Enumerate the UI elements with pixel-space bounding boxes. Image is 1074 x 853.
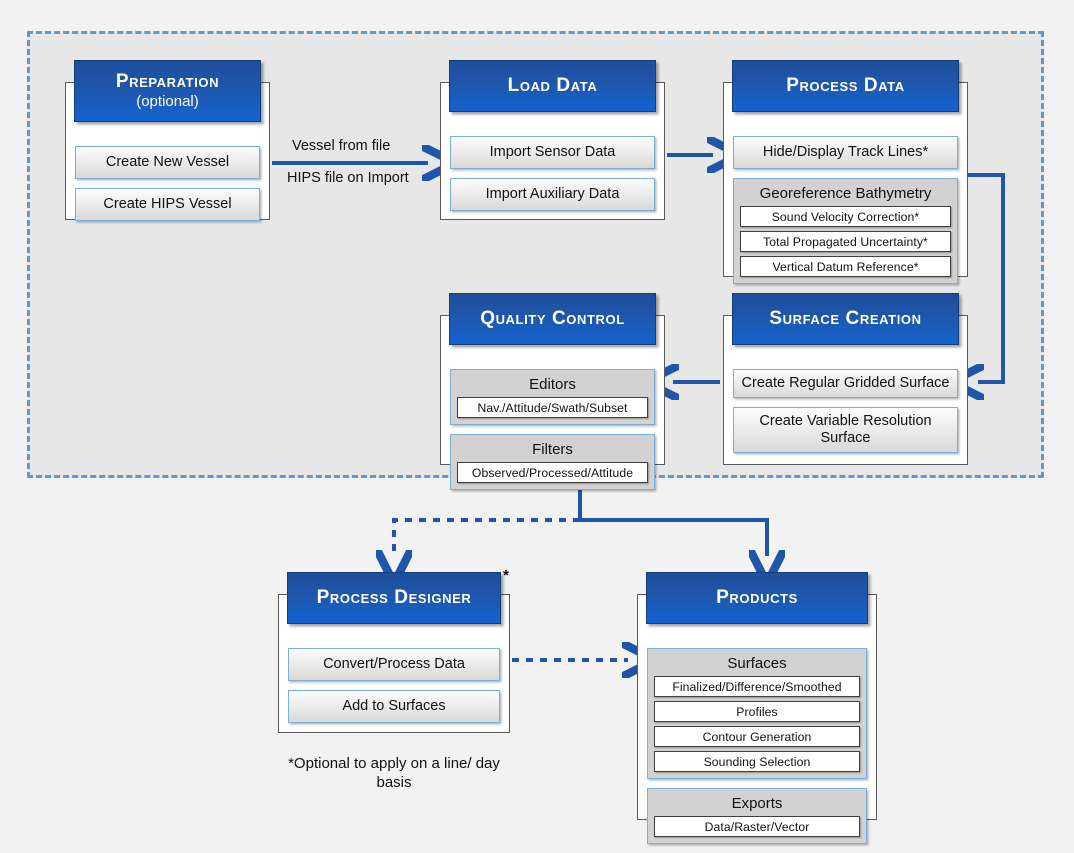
item-import-auxiliary-data[interactable]: Import Auxiliary Data [450,178,655,212]
box-quality-control[interactable]: Quality Control Editors Nav./Attitude/Sw… [440,293,665,490]
box-preparation[interactable]: Preparation (optional) Create New Vessel… [65,60,270,222]
box-quality-control-items: Editors Nav./Attitude/Swath/Subset Filte… [450,369,655,499]
subitem-vertical-datum-reference[interactable]: Vertical Datum Reference* [740,256,951,278]
item-create-variable-resolution-surface[interactable]: Create Variable Resolution Surface [733,407,958,454]
subitem-sound-velocity-correction[interactable]: Sound Velocity Correction* [740,206,951,228]
subitem-profiles[interactable]: Profiles [654,701,860,722]
box-process-data-items: Hide/Display Track Lines* Georeference B… [733,136,958,293]
group-exports: Exports Data/Raster/Vector [647,788,867,844]
box-process-data-title: Process Data [786,75,905,97]
box-process-designer[interactable]: Process Designer Convert/Process Data Ad… [278,572,510,733]
box-process-data-header: Process Data [732,60,959,112]
subitem-nav-attitude-swath-subset[interactable]: Nav./Attitude/Swath/Subset [457,397,648,418]
box-quality-control-header: Quality Control [449,293,656,345]
item-hide-display-track-lines[interactable]: Hide/Display Track Lines* [733,136,958,170]
box-process-designer-header: Process Designer [287,572,501,624]
item-create-regular-gridded-surface[interactable]: Create Regular Gridded Surface [733,369,958,399]
subitem-finalized-difference-smoothed[interactable]: Finalized/Difference/Smoothed [654,676,860,697]
group-editors-title: Editors [529,376,576,393]
box-process-data[interactable]: Process Data Hide/Display Track Lines* G… [723,60,968,285]
edge-label-hips-file-on-import: HIPS file on Import [287,170,409,186]
subitem-observed-processed-attitude[interactable]: Observed/Processed/Attitude [457,462,648,483]
box-load-data[interactable]: Load Data Import Sensor Data Import Auxi… [440,60,665,220]
item-create-hips-vessel[interactable]: Create HIPS Vessel [75,188,260,222]
box-load-data-title: Load Data [507,75,598,97]
box-load-data-header: Load Data [449,60,656,112]
box-preparation-subtitle: (optional) [136,92,199,110]
footnote-optional-note: *Optional to apply on a line/ day basis [288,755,500,791]
box-preparation-items: Create New Vessel Create HIPS Vessel [75,146,260,230]
group-editors: Editors Nav./Attitude/Swath/Subset [450,369,655,425]
edge-label-vessel-from-file: Vessel from file [292,138,391,154]
box-surface-creation-title: Surface Creation [769,308,922,330]
box-surface-creation-header: Surface Creation [732,293,959,345]
box-products[interactable]: Products Surfaces Finalized/Difference/S… [637,572,877,844]
item-convert-process-data[interactable]: Convert/Process Data [288,648,500,682]
subitem-contour-generation[interactable]: Contour Generation [654,726,860,747]
subitem-total-propagated-uncertainty[interactable]: Total Propagated Uncertainty* [740,231,951,253]
item-add-to-surfaces[interactable]: Add to Surfaces [288,690,500,724]
group-filters: Filters Observed/Processed/Attitude [450,434,655,490]
group-georeference-bathymetry-title: Georeference Bathymetry [759,185,932,203]
subitem-sounding-selection[interactable]: Sounding Selection [654,751,860,772]
box-load-data-items: Import Sensor Data Import Auxiliary Data [450,136,655,220]
box-quality-control-title: Quality Control [480,308,625,330]
box-preparation-header: Preparation (optional) [74,60,261,122]
group-exports-title: Exports [731,795,783,812]
item-create-new-vessel[interactable]: Create New Vessel [75,146,260,180]
box-process-designer-items: Convert/Process Data Add to Surfaces [288,648,500,732]
group-georeference-bathymetry: Georeference Bathymetry Sound Velocity C… [733,178,958,285]
item-import-sensor-data[interactable]: Import Sensor Data [450,136,655,170]
box-preparation-title: Preparation [115,70,220,92]
group-filters-title: Filters [532,441,573,458]
process-designer-asterisk-marker: * [503,567,509,584]
box-surface-creation[interactable]: Surface Creation Create Regular Gridded … [723,293,968,465]
arrow-zone-to-process-designer [394,518,580,556]
box-surface-creation-items: Create Regular Gridded Surface Create Va… [733,369,958,462]
box-products-header: Products [646,572,868,624]
box-products-items: Surfaces Finalized/Difference/Smoothed P… [647,648,867,853]
group-surfaces-title: Surfaces [727,655,787,672]
subitem-data-raster-vector[interactable]: Data/Raster/Vector [654,816,860,837]
box-products-title: Products [716,587,798,609]
box-process-designer-title: Process Designer [316,587,472,609]
group-surfaces: Surfaces Finalized/Difference/Smoothed P… [647,648,867,779]
